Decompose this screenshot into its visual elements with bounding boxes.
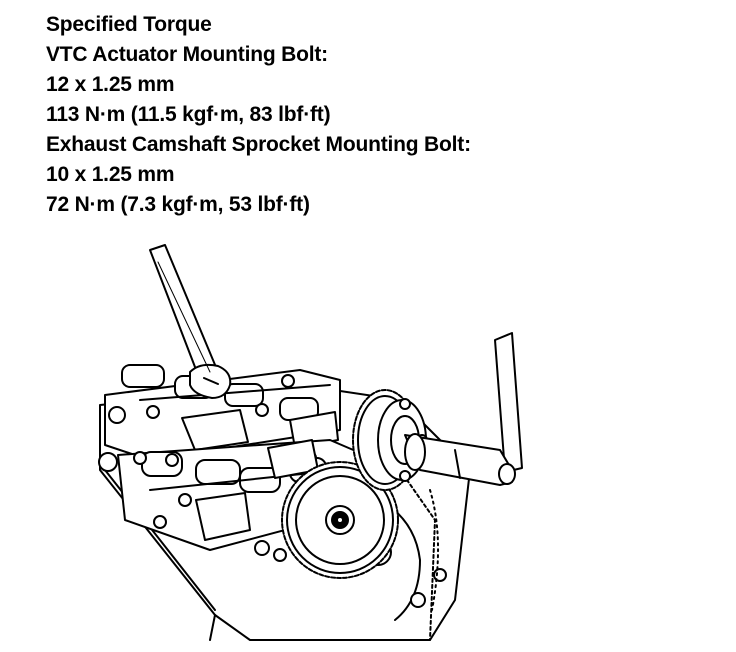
exhaust-bolt-size: 10 x 1.25 mm — [46, 163, 175, 186]
exhaust-bolt-label: Exhaust Camshaft Sprocket Mounting Bolt: — [46, 133, 471, 156]
torque-specification: Specified Torque VTC Actuator Mounting B… — [46, 10, 646, 220]
vtc-bolt-torque: 113 N·m (11.5 kgf·m, 83 lbf·ft) — [46, 103, 331, 126]
sprocket-icon — [282, 462, 398, 578]
holding-wrench-icon — [405, 333, 522, 485]
spec-heading: Specified Torque — [46, 13, 212, 36]
torque-wrench-icon — [150, 245, 230, 398]
vtc-bolt-label: VTC Actuator Mounting Bolt: — [46, 43, 328, 66]
exhaust-bolt-torque: 72 N·m (7.3 kgf·m, 53 lbf·ft) — [46, 193, 310, 216]
vtc-bolt-size: 12 x 1.25 mm — [46, 73, 175, 96]
